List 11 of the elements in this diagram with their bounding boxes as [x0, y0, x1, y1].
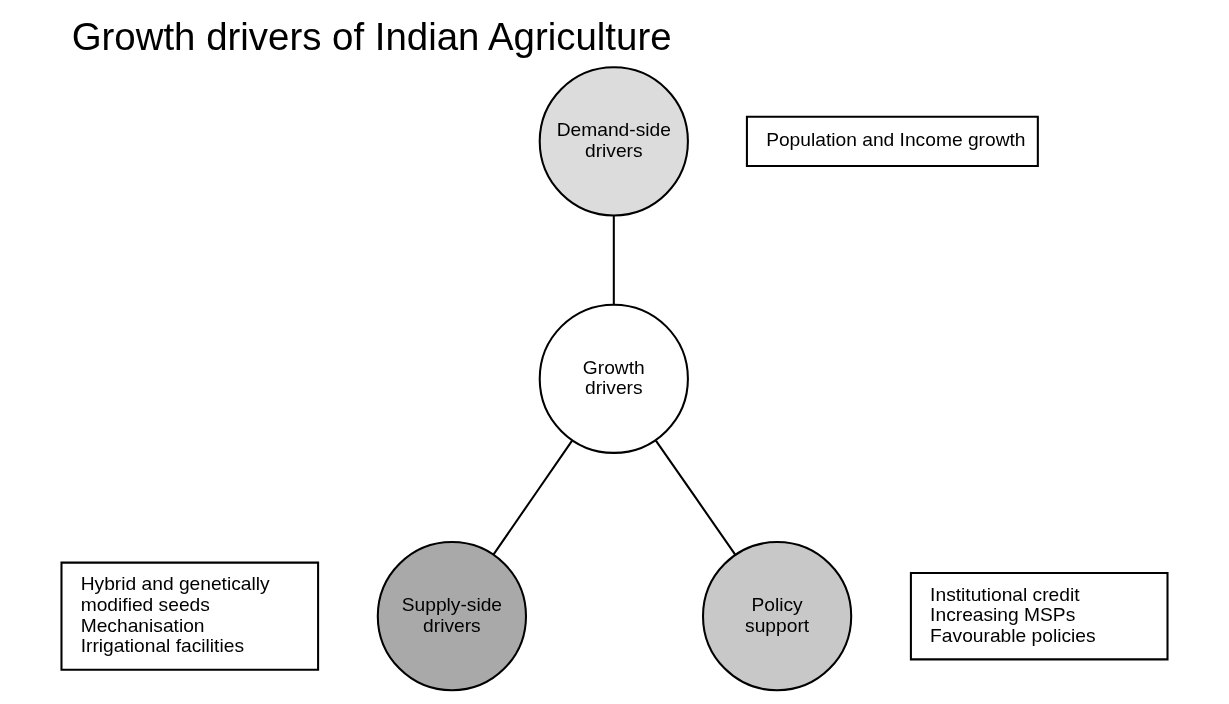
connector: [492, 439, 573, 556]
connector: [655, 439, 737, 556]
node-circle: Growth drivers: [538, 303, 689, 454]
node-circle: Demand-side drivers: [538, 66, 689, 217]
diagram-title: Growth drivers of Indian Agriculture: [71, 14, 672, 58]
node-box: Institutional credit Increasing MSPs Favourable policies: [909, 571, 1169, 661]
node-circle: Policy support: [702, 541, 853, 692]
node-circle: Supply-side drivers: [376, 541, 527, 692]
connector: [612, 215, 615, 305]
node-box: Population and Income growth: [745, 115, 1039, 168]
node-box: Hybrid and genetically modified seeds Mechanisation Irrigational facilities: [60, 561, 320, 671]
